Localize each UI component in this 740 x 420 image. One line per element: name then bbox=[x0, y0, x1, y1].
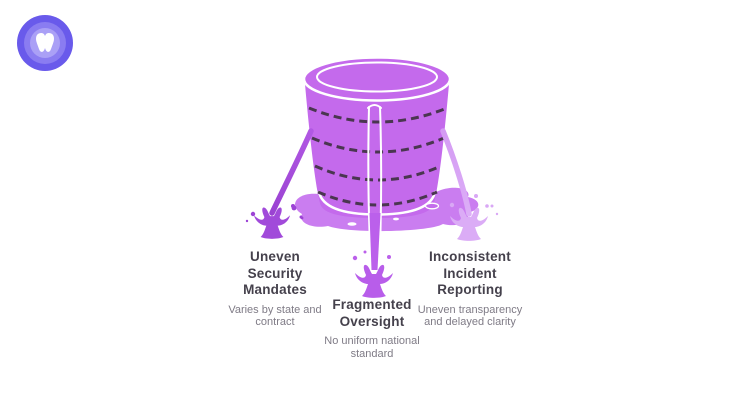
label-title: Inconsistent Incident Reporting bbox=[429, 249, 511, 297]
puddle-ripple-oval bbox=[424, 202, 440, 210]
bucket-handle-left bbox=[288, 94, 312, 135]
splash-left-droplets bbox=[245, 205, 304, 223]
puddle-highlight bbox=[393, 217, 399, 221]
dashed-bands bbox=[308, 106, 448, 207]
splash-middle-droplets bbox=[352, 250, 391, 261]
leak-channel-middle bbox=[367, 104, 383, 233]
dashed-band bbox=[308, 106, 448, 124]
brand-logo bbox=[17, 15, 73, 71]
dashed-band bbox=[317, 190, 438, 207]
splash-middle bbox=[355, 264, 393, 298]
bucket-bottom-outline bbox=[317, 190, 437, 216]
leak-stream-middle bbox=[369, 213, 381, 270]
tooth-icon bbox=[36, 33, 54, 52]
splash-left bbox=[253, 207, 291, 239]
label-fragmented-oversight: Fragmented Oversight No uniform national… bbox=[312, 297, 432, 360]
bucket-body bbox=[305, 84, 449, 218]
label-title: Fragmented Oversight bbox=[332, 297, 412, 329]
leak-stream-left bbox=[269, 128, 314, 216]
label-inconsistent-incident-reporting: Inconsistent Incident Reporting Uneven t… bbox=[410, 249, 530, 329]
label-subtitle: No uniform national standard bbox=[324, 335, 420, 360]
bucket-handle-right bbox=[442, 94, 466, 135]
dashed-band bbox=[311, 136, 445, 154]
label-title: Uneven Security Mandates bbox=[243, 249, 307, 297]
label-subtitle: Uneven transparency and delayed clarity bbox=[417, 303, 523, 329]
bucket-rim bbox=[302, 56, 452, 102]
puddle-shape bbox=[295, 187, 479, 232]
puddle-highlight bbox=[347, 222, 357, 226]
splash-right bbox=[450, 207, 488, 241]
splash-right-droplets bbox=[449, 202, 499, 216]
leak-stream-right bbox=[440, 128, 472, 217]
dashed-band bbox=[314, 164, 442, 182]
puddle-droplets bbox=[291, 194, 494, 219]
bucket-rim-inner bbox=[316, 61, 438, 93]
label-uneven-security-mandates: Uneven Security Mandates Varies by state… bbox=[215, 249, 335, 329]
label-subtitle: Varies by state and contract bbox=[228, 303, 322, 329]
